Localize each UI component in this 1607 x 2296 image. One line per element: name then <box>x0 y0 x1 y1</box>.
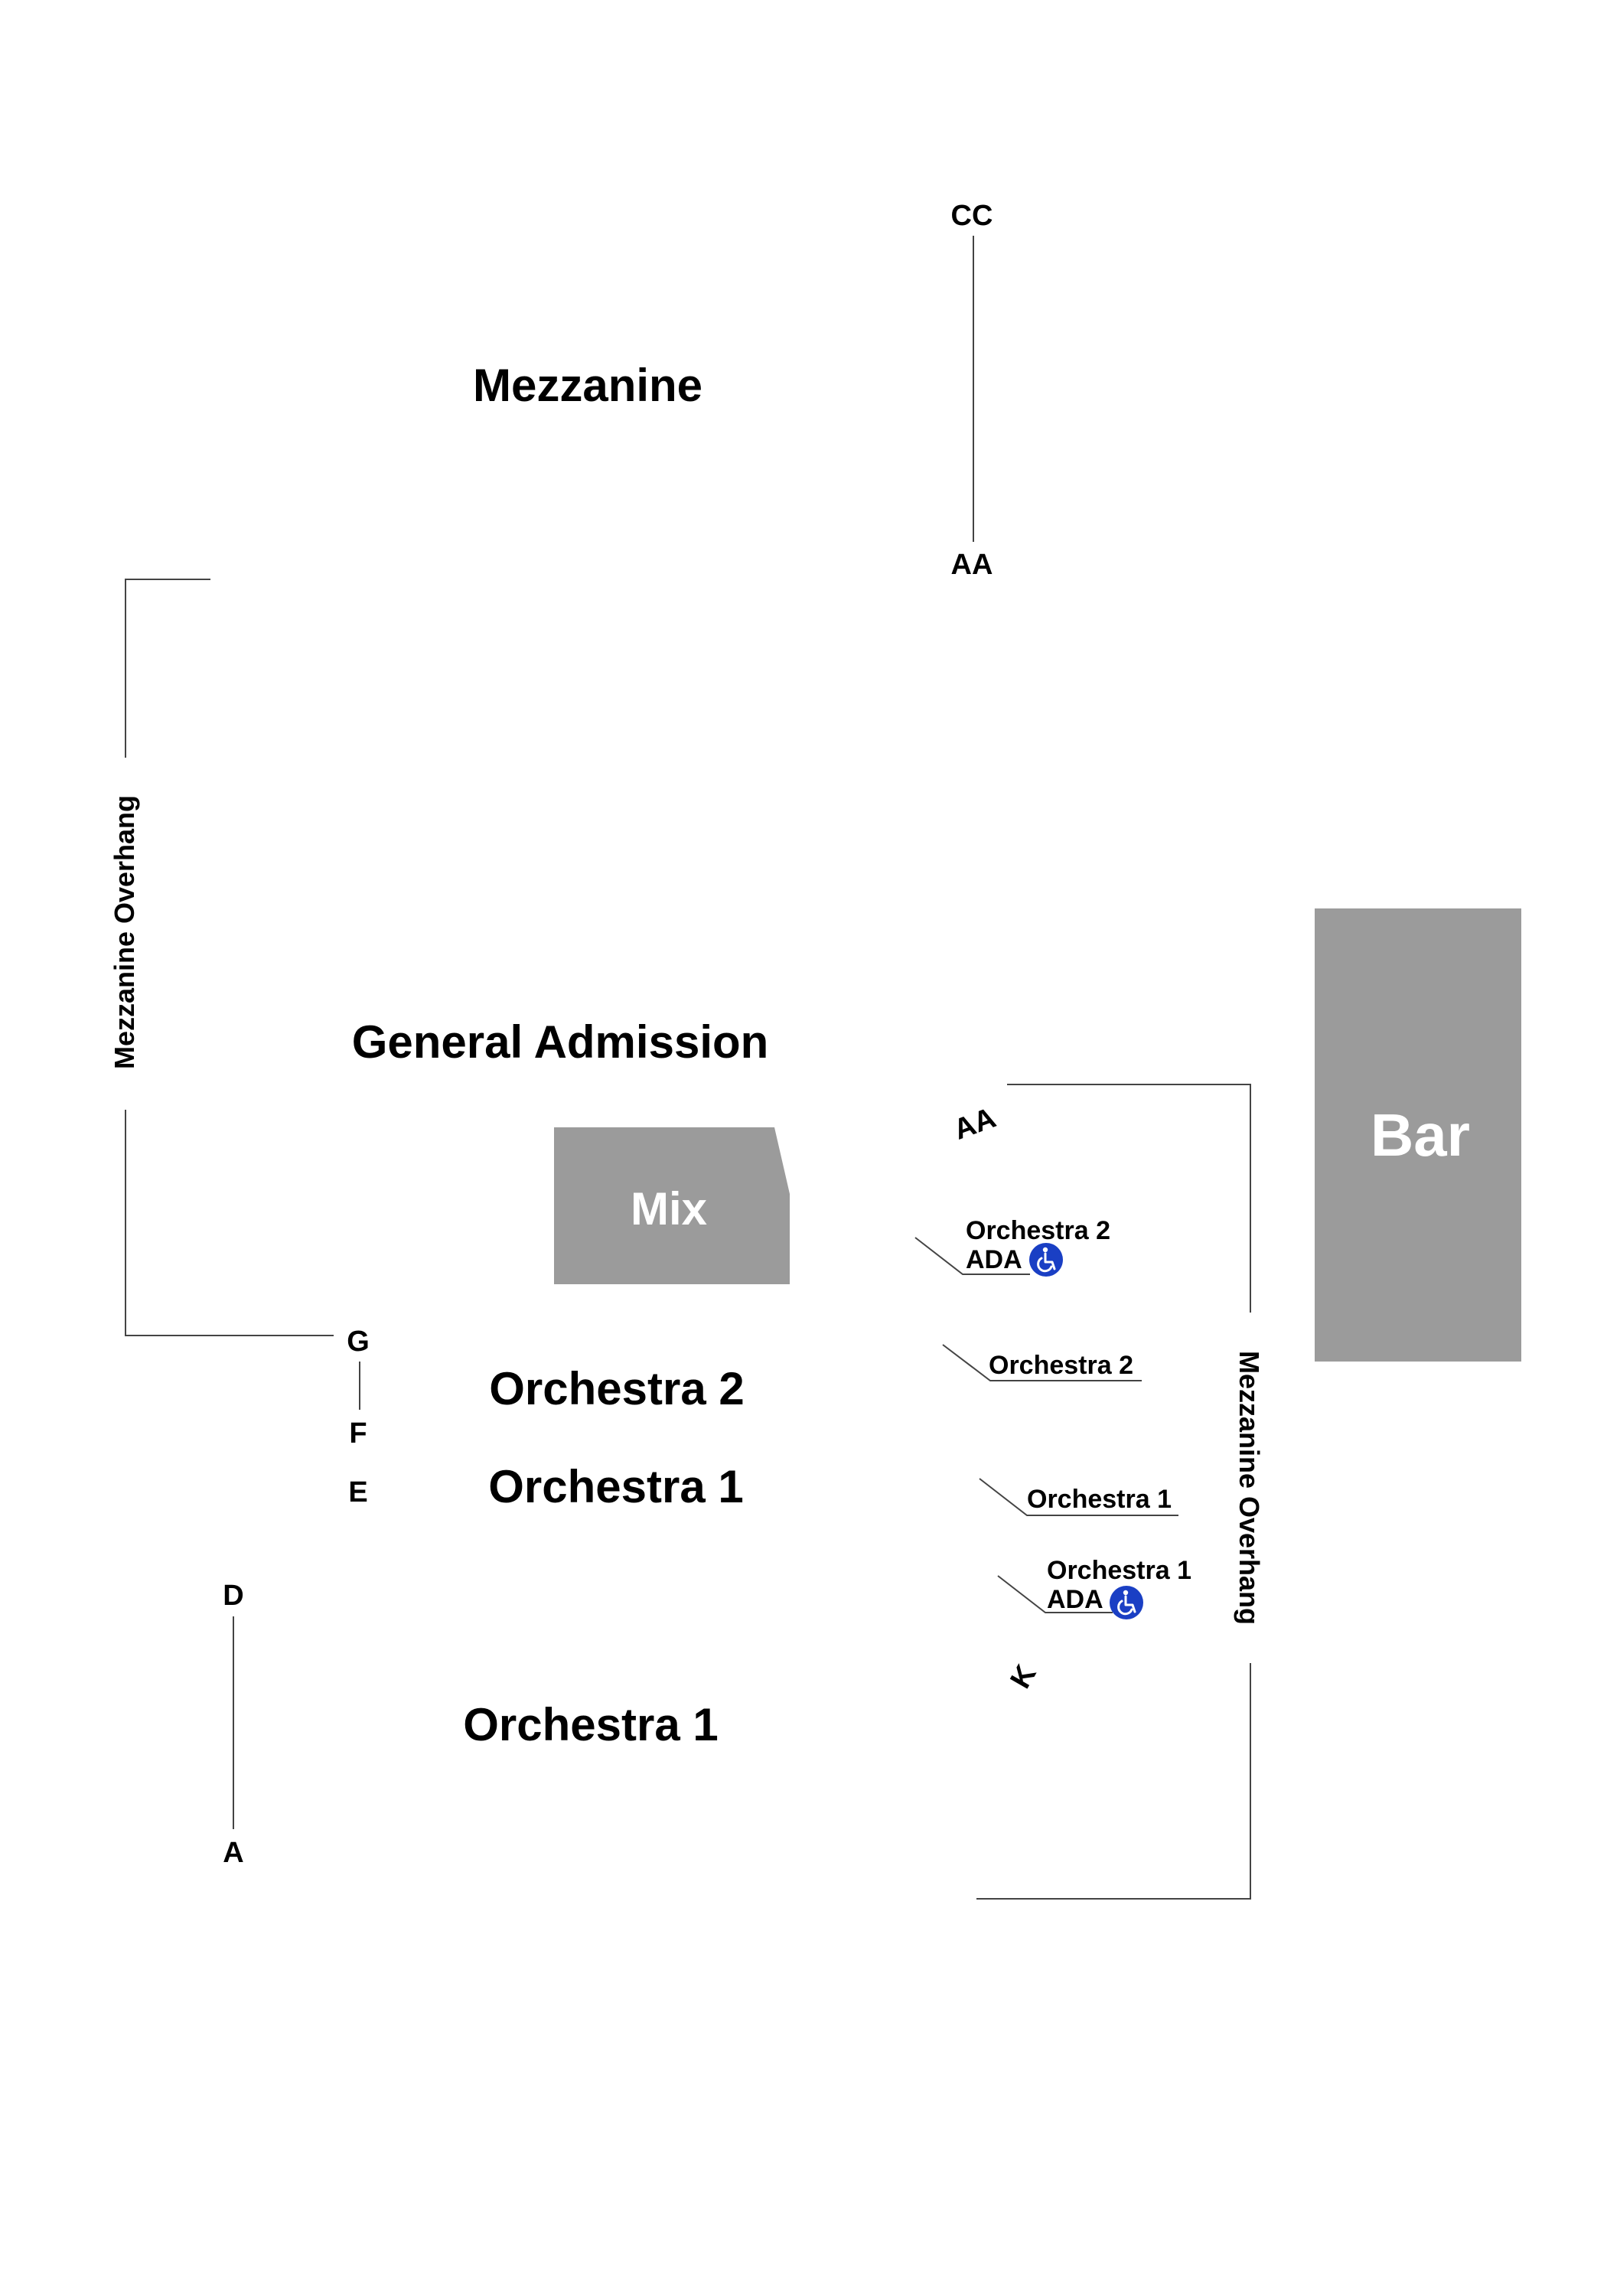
row-label-f: F <box>349 1417 367 1450</box>
row-label-aa-mezzanine: AA <box>951 549 993 581</box>
row-label-d: D <box>223 1580 243 1612</box>
orchestra-2-ada-leader <box>914 1237 1030 1275</box>
section-orchestra-2[interactable]: Orchestra 2 <box>489 1363 745 1414</box>
section-general-admission[interactable]: General Admission <box>352 1016 769 1068</box>
orchestra-1-side-leader <box>979 1478 1178 1516</box>
section-orchestra-1-upper[interactable]: Orchestra 1 <box>488 1461 744 1512</box>
orchestra-1-ada-label-line2[interactable]: ADA <box>1047 1585 1103 1614</box>
right-overhang-bracket-top <box>1007 1084 1251 1313</box>
row-label-k: K <box>1005 1659 1043 1694</box>
section-mezzanine[interactable]: Mezzanine <box>473 360 702 411</box>
row-label-g: G <box>347 1326 370 1358</box>
left-overhang-label: Mezzanine Overhang <box>109 795 140 1069</box>
row-label-a: A <box>223 1837 243 1869</box>
right-overhang-bracket-bottom <box>976 1663 1251 1900</box>
bar-label: Bar <box>1371 1101 1470 1169</box>
orchestra-2-side-leader <box>942 1344 1142 1381</box>
bar-block <box>1315 908 1521 1362</box>
orchestra-1-ada-leader <box>997 1575 1113 1613</box>
row-label-aa-orchestra: AA <box>950 1102 1000 1146</box>
orchestra-1-side-label[interactable]: Orchestra 1 <box>1027 1485 1172 1514</box>
row-label-cc: CC <box>951 200 993 232</box>
right-overhang-label: Mezzanine Overhang <box>1234 1351 1265 1625</box>
row-label-e: E <box>348 1476 367 1508</box>
orchestra-2-side-label[interactable]: Orchestra 2 <box>989 1351 1133 1380</box>
wheelchair-icon <box>1029 1243 1063 1277</box>
orchestra-2-ada-label-line1[interactable]: Orchestra 2 <box>966 1216 1110 1245</box>
left-overhang-bracket-bottom <box>125 1110 334 1336</box>
mix-label: Mix <box>631 1183 707 1234</box>
orchestra-1-ada-label-line1[interactable]: Orchestra 1 <box>1047 1556 1191 1585</box>
mix-block <box>554 1127 790 1284</box>
section-orchestra-1-lower[interactable]: Orchestra 1 <box>463 1699 719 1750</box>
left-overhang-bracket-top <box>125 579 210 758</box>
wheelchair-icon <box>1110 1586 1143 1619</box>
orchestra-2-ada-label-line2[interactable]: ADA <box>966 1245 1022 1274</box>
